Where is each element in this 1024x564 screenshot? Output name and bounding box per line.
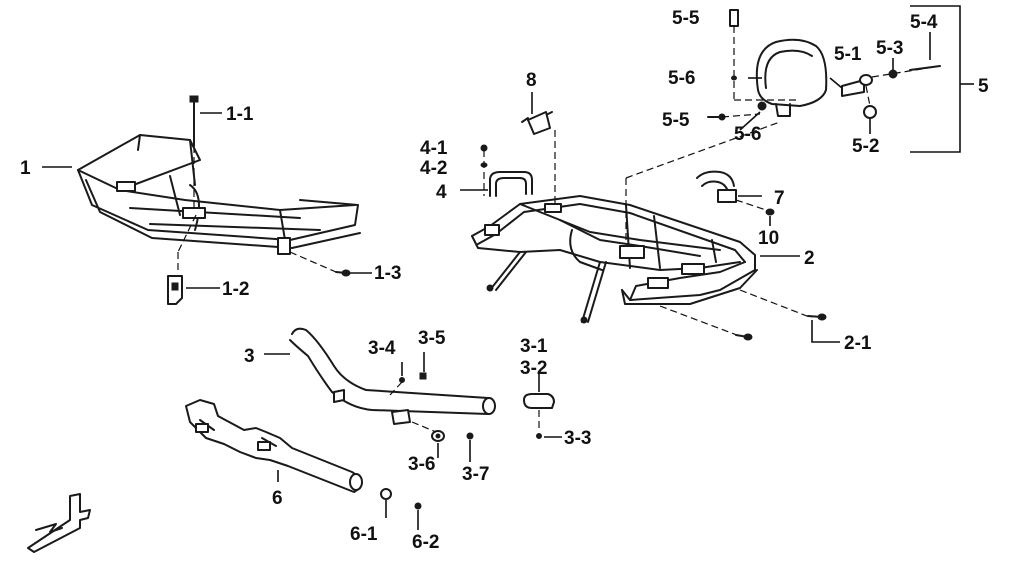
label-5-1: 5-1 [834, 44, 862, 65]
label-4-2: 4-2 [420, 158, 447, 179]
bracket-5-1 [841, 74, 873, 97]
hook-part-7 [696, 170, 737, 203]
fasteners-3-4-3-5 [389, 372, 427, 396]
label-2: 2 [804, 248, 815, 269]
clamp-part-8 [521, 111, 553, 135]
label-1-1: 1-1 [226, 104, 254, 125]
label-3-2: 3-2 [520, 358, 547, 379]
part-labels: 1 1-1 1-2 1-3 2 2-1 3 3-1 3-2 3-3 3-4 3-… [20, 8, 989, 553]
label-1-2: 1-2 [222, 279, 249, 300]
fasteners-3-6-3-7 [411, 421, 474, 442]
label-5-2: 5-2 [852, 136, 879, 157]
label-3-4: 3-4 [368, 338, 396, 359]
label-5-4: 5-4 [910, 12, 938, 33]
rear-frame-part [471, 195, 758, 324]
label-1: 1 [20, 158, 31, 179]
label-3-1: 3-1 [520, 336, 548, 357]
label-5: 5 [978, 76, 989, 97]
label-1-3: 1-3 [374, 263, 401, 284]
tube-part-3 [289, 327, 496, 425]
washer-6-1 [380, 488, 392, 500]
leader-lines [42, 5, 974, 530]
label-6-1: 6-1 [350, 524, 378, 545]
label-5-5-lower: 5-5 [662, 110, 690, 131]
label-3-5: 3-5 [418, 328, 446, 349]
label-5-6-lower: 5-6 [734, 124, 761, 145]
cap-part-3-1 [523, 393, 555, 409]
bracket-1-2 [167, 275, 183, 305]
bolt-5-5-top [729, 9, 800, 101]
label-3-6: 3-6 [408, 454, 435, 475]
label-7: 7 [774, 188, 785, 209]
bolt-1-3 [335, 269, 351, 277]
bolts-2-1 [735, 313, 827, 341]
label-5-6-top: 5-6 [668, 68, 695, 89]
screw-3-3 [536, 410, 542, 439]
label-6: 6 [272, 488, 283, 509]
label-3-7: 3-7 [462, 464, 489, 485]
label-2-1: 2-1 [844, 333, 872, 354]
label-10: 10 [758, 228, 779, 249]
nut-5-3 [888, 69, 898, 79]
bolt-6-2 [414, 502, 422, 510]
front-rack-part [77, 134, 361, 255]
label-3-3: 3-3 [564, 428, 591, 449]
front-direction-arrow-icon: F [27, 493, 91, 553]
label-5-5-top: 5-5 [672, 8, 700, 29]
bushing-5-2 [863, 85, 877, 119]
label-6-2: 6-2 [412, 532, 439, 553]
nut-10 [765, 208, 775, 216]
label-4-1: 4-1 [420, 138, 448, 159]
backrest-part-5 [755, 38, 828, 117]
bolt-5-5-lower [707, 101, 767, 121]
label-5-3: 5-3 [876, 38, 903, 59]
label-3: 3 [244, 346, 255, 367]
arm-part-6 [185, 399, 363, 493]
bolt-1-1 [189, 95, 199, 147]
handle-part-4 [480, 144, 533, 197]
pin-5-4 [909, 65, 941, 71]
label-8: 8 [526, 70, 537, 91]
label-4: 4 [436, 182, 447, 203]
